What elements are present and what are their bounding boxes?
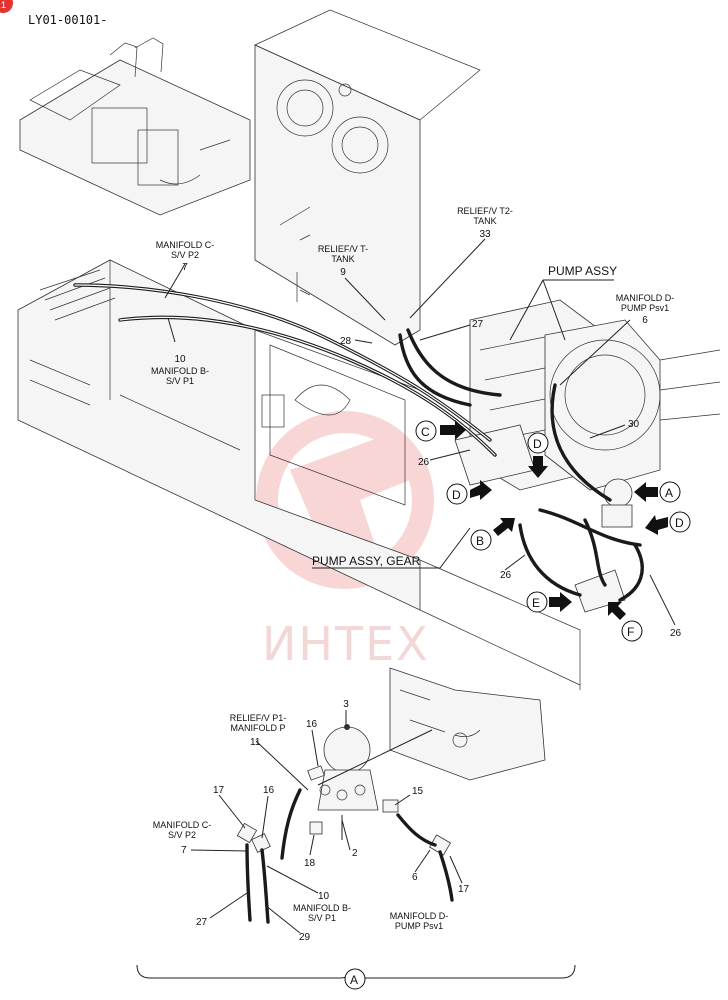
view-d2-label: D — [452, 488, 461, 502]
view-a-label: A — [665, 486, 673, 500]
callout-relief-t2-line2: TANK — [473, 216, 496, 226]
view-marker-a: A — [634, 481, 681, 503]
detail-leader-lines — [190, 710, 463, 934]
detail-relief-p1-line2: MANIFOLD P — [230, 723, 285, 733]
view-f-label: F — [627, 625, 634, 639]
callout-relief-t2: RELIEF/V T2- TANK 33 — [457, 206, 513, 240]
detail-callout-manifold-b: MANIFOLD B- S/V P1 — [293, 903, 351, 923]
callout-27: 27 — [472, 319, 484, 330]
frame-body — [17, 259, 581, 690]
leader-lines — [164, 238, 676, 626]
detail-relief-p1-line1: RELIEF/V P1- — [230, 713, 287, 723]
detail-callout-3: 3 — [343, 699, 349, 710]
callout-relief-t-line2: TANK — [331, 254, 354, 264]
detail-manifold-b-line1: MANIFOLD B- — [293, 903, 351, 913]
view-b-label: B — [476, 534, 484, 548]
view-marker-d2: D — [446, 480, 492, 505]
view-marker-c: C — [415, 420, 466, 442]
callout-manifold-b-num: 10 — [174, 354, 186, 365]
view-marker-e: E — [526, 591, 572, 613]
view-d1-label: D — [533, 437, 542, 451]
detail-callout-18: 18 — [304, 858, 316, 869]
callout-manifold-d: MANIFOLD D- PUMP Psv1 6 — [616, 293, 675, 326]
callout-manifold-b-line2: S/V P1 — [166, 376, 194, 386]
detail-callout-10: 10 — [318, 891, 330, 902]
callout-pump-assy: PUMP ASSY — [548, 264, 617, 278]
callout-manifold-c-line2: S/V P2 — [171, 250, 199, 260]
callout-manifold-d-line2: PUMP Psv1 — [621, 303, 669, 313]
callout-manifold-d-num: 6 — [642, 315, 648, 326]
detail-callout-15: 15 — [412, 786, 424, 797]
detail-fittings — [236, 765, 451, 856]
detail-manifold-d-line1: MANIFOLD D- — [390, 911, 449, 921]
detail-callout-relief-p1: RELIEF/V P1- MANIFOLD P — [230, 713, 287, 733]
view-c-label: C — [421, 425, 430, 439]
document-code: LY01-00101- — [28, 13, 107, 27]
callout-26-middle: 26 — [500, 570, 512, 581]
view-d3-label: D — [675, 516, 684, 530]
callout-relief-t: RELIEF/V T- TANK 9 — [318, 244, 368, 278]
callout-pump-assy-gear: PUMP ASSY, GEAR — [312, 554, 421, 568]
callout-relief-t-num: 9 — [340, 267, 346, 278]
detail-callout-11: 11 — [250, 737, 261, 748]
detail-accumulator — [317, 724, 433, 840]
callout-28: 28 — [340, 336, 352, 347]
view-e-label: E — [532, 596, 540, 610]
detail-view-label: A — [350, 973, 358, 987]
watermark-logo — [256, 411, 434, 589]
detail-callout-29: 29 — [299, 932, 311, 943]
callout-relief-t2-num: 33 — [479, 229, 491, 240]
view-marker-b: B — [470, 518, 515, 551]
hose-lines — [73, 283, 644, 602]
detail-manifold-d-line2: PUMP Psv1 — [395, 921, 443, 931]
callout-manifold-c-num: 7 — [182, 262, 188, 273]
watermark-text: ИНТЕХ — [262, 617, 430, 671]
detail-callout-2: 2 — [352, 848, 358, 859]
view-marker-d3: D — [645, 511, 691, 535]
callout-manifold-d-line1: MANIFOLD D- — [616, 293, 675, 303]
callout-30: 30 — [628, 419, 640, 430]
cab-illustration — [19, 37, 251, 216]
callout-26-right: 26 — [670, 628, 682, 639]
detail-manifold-c-line1: MANIFOLD C- — [153, 820, 212, 830]
callout-26-left: 26 — [418, 457, 430, 468]
detail-manifold-b-line2: S/V P1 — [308, 913, 336, 923]
corner-badge: 1 — [0, 0, 13, 13]
callout-manifold-c-line1: MANIFOLD C- — [156, 240, 215, 250]
callout-relief-t-line1: RELIEF/V T- — [318, 244, 368, 254]
callout-relief-t2-line1: RELIEF/V T2- — [457, 206, 513, 216]
view-marker-d1: D — [527, 432, 549, 478]
detail-bracket — [389, 667, 546, 781]
detail-callout-27: 27 — [196, 917, 208, 928]
callout-manifold-b: 10 MANIFOLD B- S/V P1 — [151, 354, 209, 386]
detail-callout-7: 7 — [181, 845, 187, 856]
detail-callout-16-top: 16 — [306, 719, 318, 730]
detail-callout-17-left: 17 — [213, 785, 225, 796]
callout-manifold-c: MANIFOLD C- S/V P2 7 — [156, 240, 215, 273]
corner-badge-text: 1 — [1, 0, 6, 10]
detail-callout-manifold-d: MANIFOLD D- PUMP Psv1 — [390, 911, 449, 931]
view-marker-f: F — [608, 602, 643, 642]
detail-callout-16-left: 16 — [263, 785, 275, 796]
tank-housing — [254, 9, 481, 346]
detail-callout-manifold-c: MANIFOLD C- S/V P2 — [153, 820, 212, 840]
detail-manifold-c-line2: S/V P2 — [168, 830, 196, 840]
detail-hoses — [245, 788, 454, 924]
pump-assembly — [454, 299, 721, 491]
detail-callout-6: 6 — [412, 872, 418, 883]
gear-pump-valve — [574, 478, 633, 613]
detail-callout-17-right: 17 — [458, 884, 470, 895]
callout-manifold-b-line1: MANIFOLD B- — [151, 366, 209, 376]
detail-view-brace: A — [136, 964, 576, 990]
